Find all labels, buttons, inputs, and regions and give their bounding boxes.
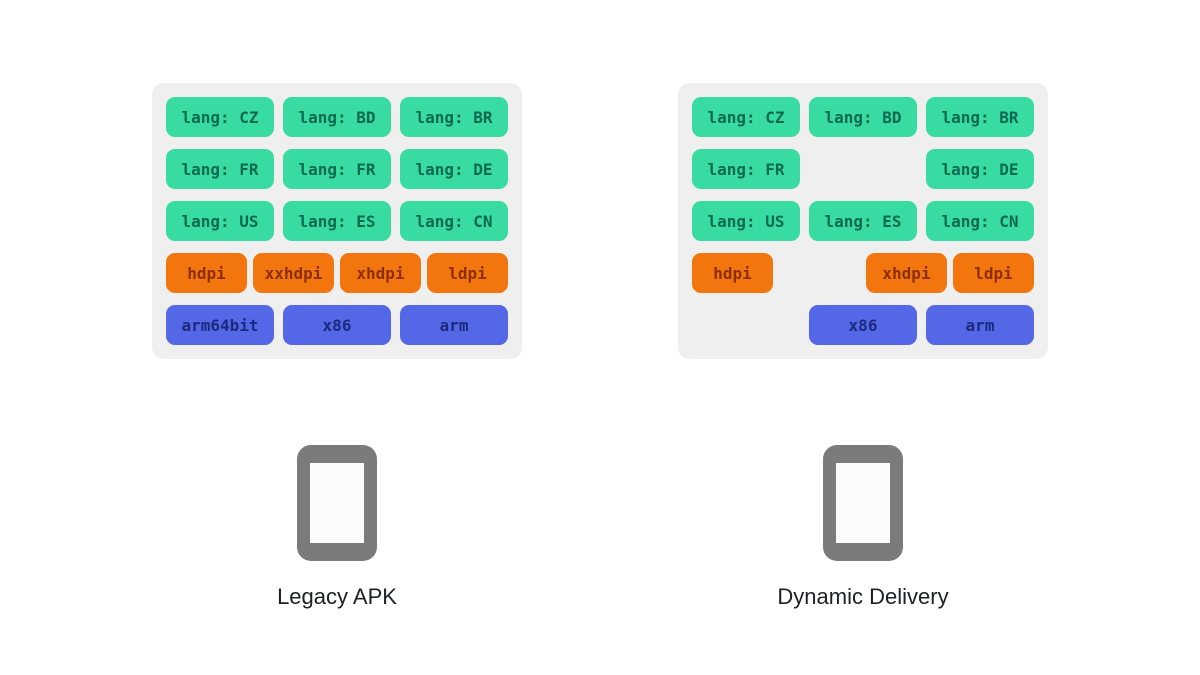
chip-abi: arm64bit: [166, 305, 274, 345]
chip-abi: x86: [809, 305, 917, 345]
chip-lang: lang: BD: [809, 97, 917, 137]
phone-icon: [297, 445, 377, 561]
chip-lang: lang: BD: [283, 97, 391, 137]
chip-lang: lang: US: [692, 201, 800, 241]
chip-lang: lang: US: [166, 201, 274, 241]
chip-dpi: xhdpi: [866, 253, 947, 293]
chip-dpi: ldpi: [427, 253, 508, 293]
chip-lang: lang: ES: [283, 201, 391, 241]
chip-lang: lang: CN: [926, 201, 1034, 241]
chip-lang: lang: BR: [400, 97, 508, 137]
chip-abi: x86: [283, 305, 391, 345]
chip-gap-placeholder: [779, 253, 860, 293]
chip-lang: lang: CZ: [166, 97, 274, 137]
chip-abi: arm: [400, 305, 508, 345]
chip-gap-placeholder: [809, 149, 917, 189]
chip-dpi: hdpi: [166, 253, 247, 293]
chip-gap-placeholder: [692, 305, 800, 345]
chip-row-lang: lang: FR lang: DE: [692, 149, 1034, 189]
chip-lang: lang: FR: [692, 149, 800, 189]
chip-abi: arm: [926, 305, 1034, 345]
panel-caption-legacy-apk: Legacy APK: [277, 584, 397, 609]
chip-lang: lang: DE: [926, 149, 1034, 189]
phone-screen: [836, 463, 890, 543]
chip-lang: lang: CZ: [692, 97, 800, 137]
chip-lang: lang: FR: [166, 149, 274, 189]
panel-caption-dynamic-delivery: Dynamic Delivery: [777, 584, 949, 609]
chip-dpi: xhdpi: [340, 253, 421, 293]
chip-lang: lang: BR: [926, 97, 1034, 137]
chip-dpi: hdpi: [692, 253, 773, 293]
chip-lang: lang: FR: [283, 149, 391, 189]
phone-icon: [823, 445, 903, 561]
chip-dpi: xxhdpi: [253, 253, 334, 293]
chip-lang: lang: ES: [809, 201, 917, 241]
chip-lang: lang: CN: [400, 201, 508, 241]
chip-dpi: ldpi: [953, 253, 1034, 293]
phone-screen: [310, 463, 364, 543]
chip-lang: lang: DE: [400, 149, 508, 189]
